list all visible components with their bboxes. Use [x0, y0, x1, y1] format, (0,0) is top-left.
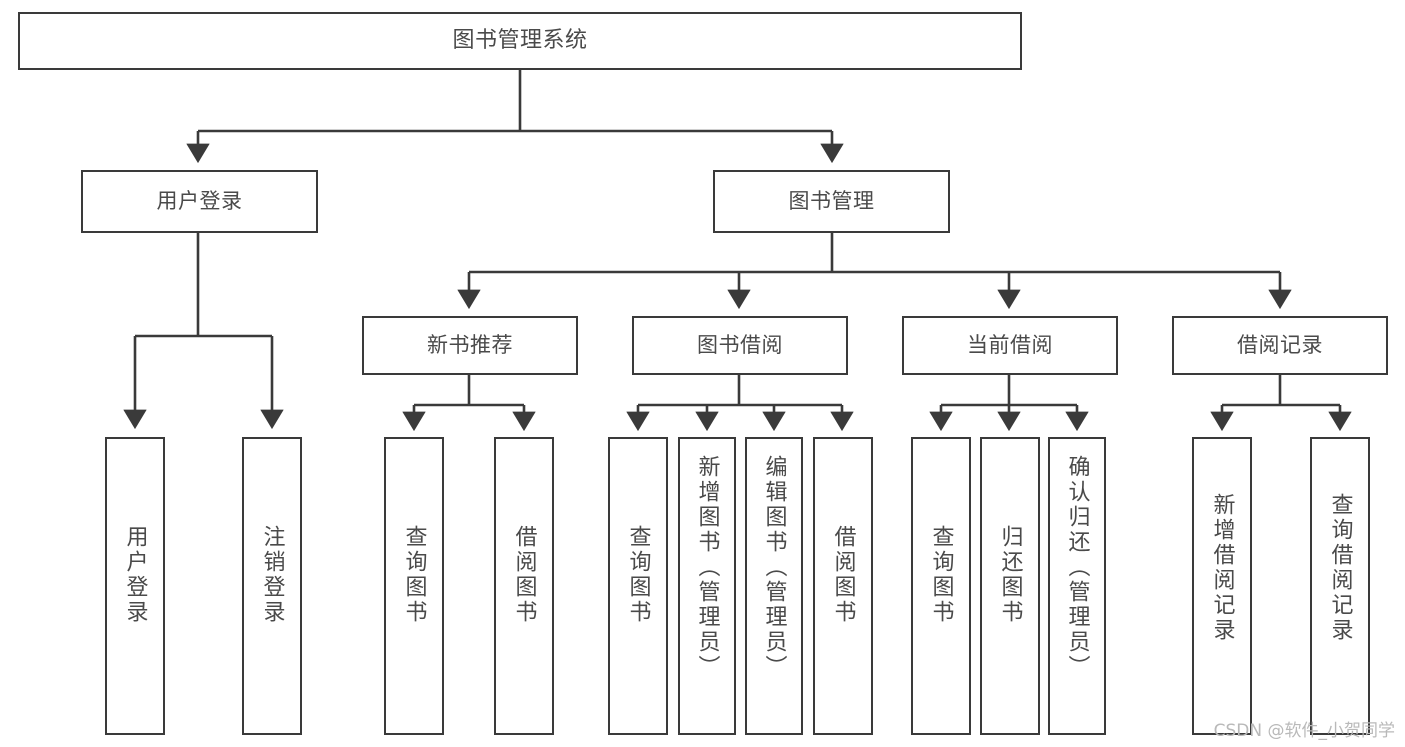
node-current-borrow[interactable]: 当前借阅 — [902, 316, 1118, 375]
node-leaf-borrow-book-2[interactable]: 借阅图书 — [813, 437, 873, 735]
node-label: 查询借阅记录 — [1327, 493, 1353, 643]
node-leaf-borrow-book-1[interactable]: 借阅图书 — [494, 437, 554, 735]
node-label: 注销登录 — [259, 525, 285, 625]
node-leaf-query-record[interactable]: 查询借阅记录 — [1310, 437, 1370, 735]
node-leaf-query-book-1[interactable]: 查询图书 — [384, 437, 444, 735]
node-label: 查询图书 — [928, 525, 954, 625]
node-label: 查询图书 — [625, 525, 651, 625]
node-label: 图书借阅 — [697, 332, 783, 357]
node-book-management[interactable]: 图书管理 — [713, 170, 950, 233]
node-label: 用户登录 — [122, 525, 148, 625]
node-leaf-query-book-2[interactable]: 查询图书 — [608, 437, 668, 735]
node-leaf-user-login[interactable]: 用户登录 — [105, 437, 165, 735]
node-label: 归还图书 — [997, 525, 1023, 625]
node-label: 编辑图书（管理员） — [761, 455, 787, 680]
node-label: 确认归还（管理员） — [1064, 455, 1090, 680]
node-label: 图书管理 — [788, 188, 875, 213]
node-root-book-management-system[interactable]: 图书管理系统 — [18, 12, 1022, 70]
node-label: 新增图书（管理员） — [694, 455, 720, 680]
node-leaf-return-book[interactable]: 归还图书 — [980, 437, 1040, 735]
node-leaf-edit-book[interactable]: 编辑图书（管理员） — [745, 437, 803, 735]
node-label: 借阅图书 — [830, 525, 856, 625]
node-borrow-record[interactable]: 借阅记录 — [1172, 316, 1388, 375]
node-label: 借阅记录 — [1237, 332, 1323, 357]
node-user-login[interactable]: 用户登录 — [81, 170, 318, 233]
node-label: 查询图书 — [401, 525, 427, 625]
node-leaf-add-book[interactable]: 新增图书（管理员） — [678, 437, 736, 735]
node-new-book-recommend[interactable]: 新书推荐 — [362, 316, 578, 375]
node-label: 借阅图书 — [511, 525, 537, 625]
node-label: 新增借阅记录 — [1209, 493, 1235, 643]
node-book-borrow[interactable]: 图书借阅 — [632, 316, 848, 375]
node-leaf-query-book-3[interactable]: 查询图书 — [911, 437, 971, 735]
node-leaf-user-logout[interactable]: 注销登录 — [242, 437, 302, 735]
node-label: 新书推荐 — [427, 332, 513, 357]
node-label: 当前借阅 — [967, 332, 1053, 357]
node-label: 图书管理系统 — [452, 27, 588, 53]
node-leaf-confirm-return[interactable]: 确认归还（管理员） — [1048, 437, 1106, 735]
node-label: 用户登录 — [156, 188, 243, 213]
node-leaf-add-record[interactable]: 新增借阅记录 — [1192, 437, 1252, 735]
